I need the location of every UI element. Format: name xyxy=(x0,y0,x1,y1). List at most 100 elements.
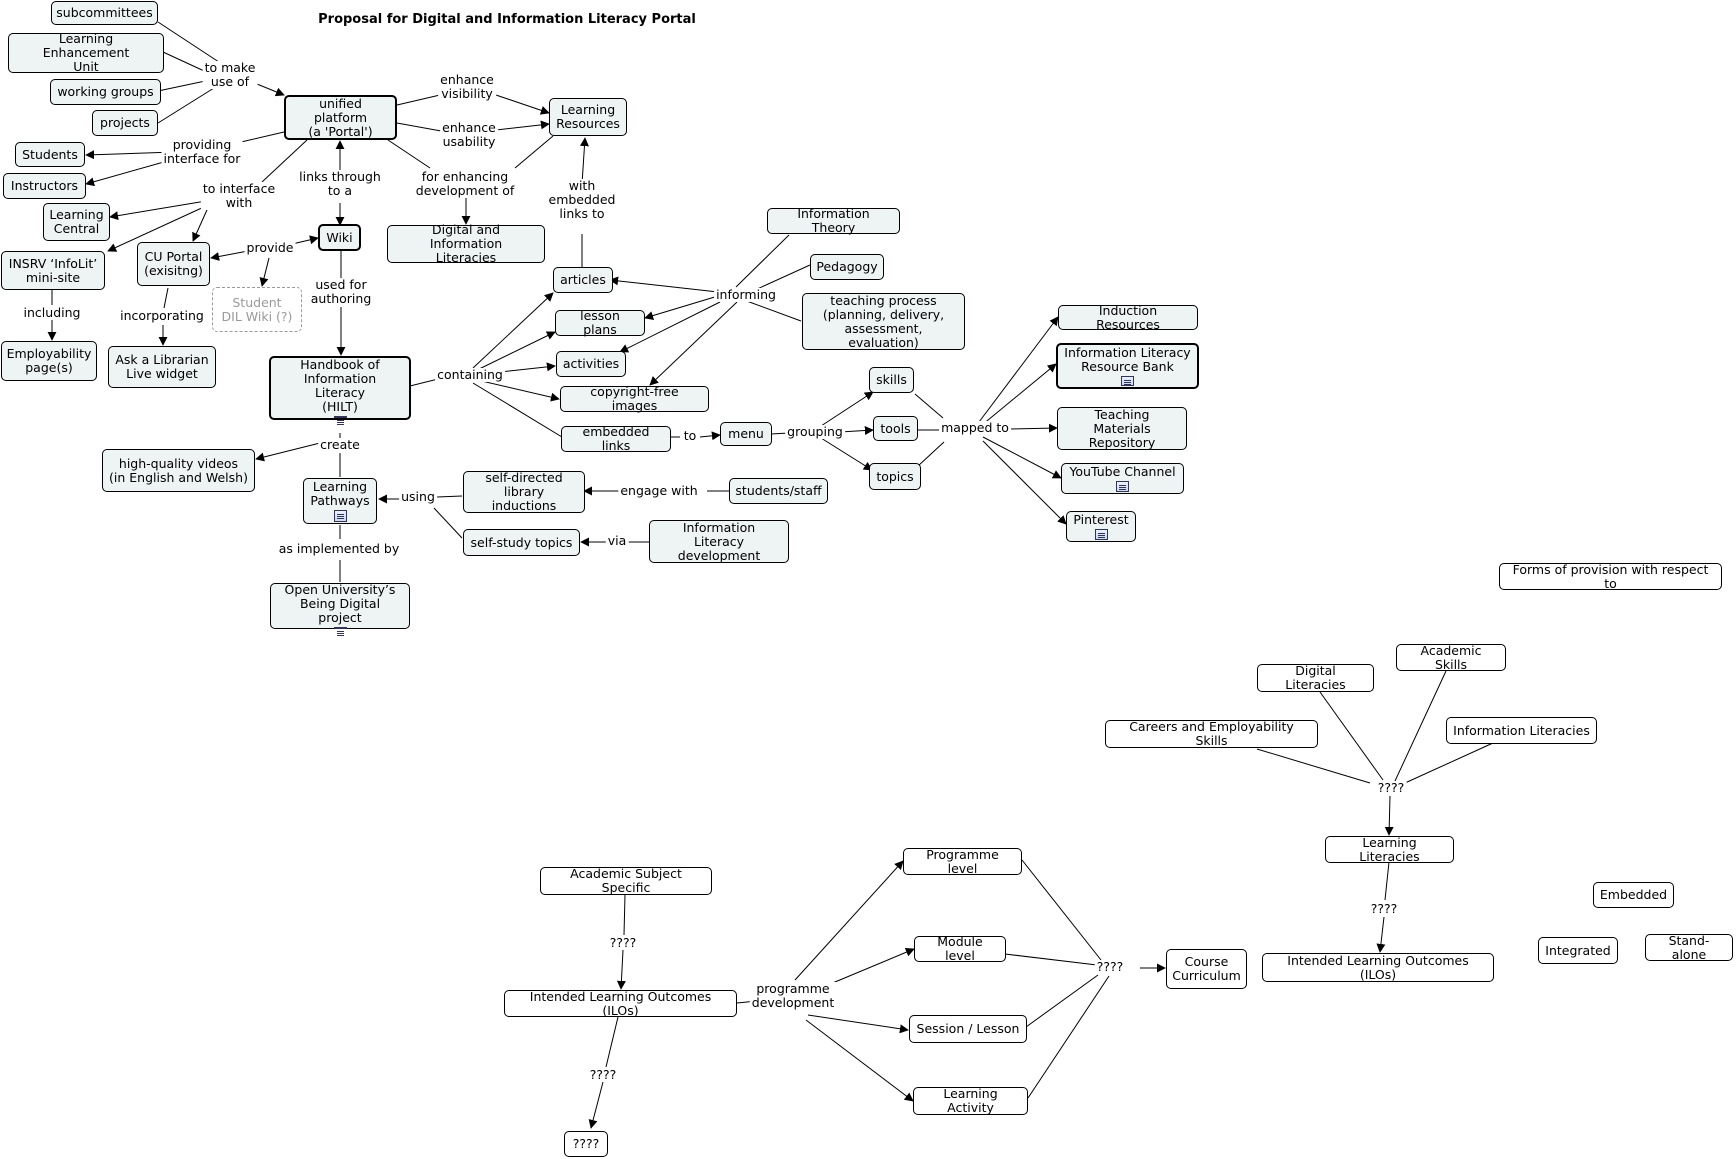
node-open-university[interactable]: Open University’s Being Digital project xyxy=(270,583,410,632)
node-learning-literacies[interactable]: Learning Literacies xyxy=(1325,834,1454,864)
node-question-bottom[interactable]: ???? xyxy=(564,1131,608,1157)
document-icon[interactable] xyxy=(1116,481,1129,492)
node-label: Session / Lesson xyxy=(916,1021,1020,1036)
node-academic-subject-specific[interactable]: Academic Subject Specific xyxy=(540,867,712,895)
node-projects[interactable]: projects xyxy=(92,110,158,136)
node-self-study-topics[interactable]: self-study topics xyxy=(463,529,580,556)
node-lesson-plans[interactable]: lesson plans xyxy=(555,308,645,337)
node-session-lesson[interactable]: Session / Lesson xyxy=(909,1015,1027,1043)
node-label: Stand-alone xyxy=(1668,932,1710,962)
node-label: Intended Learning Outcomes (ILOs) xyxy=(1287,952,1469,982)
document-icon[interactable] xyxy=(1121,376,1134,386)
node-digital-information-literacies[interactable]: Digital and Information Literacies xyxy=(387,223,545,265)
node-activities[interactable]: activities xyxy=(556,351,626,377)
document-icon[interactable] xyxy=(333,510,347,522)
node-label: Learning Activity xyxy=(943,1086,998,1115)
node-academic-skills[interactable]: Academic Skills xyxy=(1396,642,1506,672)
link-label-using: using xyxy=(399,489,437,504)
node-information-literacy-development[interactable]: Information Literacy development xyxy=(649,520,789,563)
link-label-embedded-links-to: with embedded links to xyxy=(546,178,618,221)
node-learning-enhancement-unit[interactable]: Learning Enhancement Unit xyxy=(8,31,164,74)
node-instructors[interactable]: Instructors xyxy=(3,173,86,199)
node-programme-level[interactable]: Programme level xyxy=(903,847,1022,875)
node-student-dil-wiki[interactable]: Student DIL Wiki (?) xyxy=(212,287,302,332)
node-embedded[interactable]: Embedded xyxy=(1593,882,1674,908)
node-il-resource-bank[interactable]: Information Literacy Resource Bank xyxy=(1056,343,1199,389)
node-articles[interactable]: articles xyxy=(553,267,613,293)
node-ask-a-librarian[interactable]: Ask a Librarian Live widget xyxy=(108,346,216,388)
node-label: Careers and Employability Skills xyxy=(1129,719,1294,748)
node-careers-employability[interactable]: Careers and Employability Skills xyxy=(1105,720,1318,748)
link-label-enhancing-development: for enhancing development of xyxy=(413,169,517,198)
node-embedded-links[interactable]: embedded links xyxy=(561,425,671,453)
node-high-quality-videos[interactable]: high-quality videos (in English and Wels… xyxy=(102,449,255,492)
node-information-literacies[interactable]: Information Literacies xyxy=(1446,717,1597,744)
node-label: self-study topics xyxy=(470,534,573,550)
document-icon[interactable] xyxy=(333,416,347,421)
node-label: projects xyxy=(100,115,150,130)
node-insrv-infolit[interactable]: INSRV ‘InfoLit’ mini-site xyxy=(1,251,105,290)
node-induction-resources[interactable]: Induction Resources xyxy=(1058,303,1198,331)
node-teaching-process[interactable]: teaching process (planning, delivery, as… xyxy=(802,293,965,350)
link-label-mapped-to: mapped to xyxy=(939,420,1011,435)
node-label: Academic Skills xyxy=(1420,642,1482,672)
node-hilt[interactable]: Handbook of Information Literacy (HILT) xyxy=(269,356,411,421)
node-learning-central[interactable]: Learning Central xyxy=(43,203,110,241)
link-label-providing-interface-for: providing interface for xyxy=(161,137,243,166)
node-label: Embedded xyxy=(1599,887,1668,902)
node-subcommittees[interactable]: subcommittees xyxy=(51,1,158,25)
link-label-engage-with: engage with xyxy=(618,483,700,498)
node-stand-alone[interactable]: Stand-alone xyxy=(1645,932,1733,962)
document-icon[interactable] xyxy=(333,627,347,632)
node-label: Learning Enhancement Unit xyxy=(42,31,130,74)
node-topics[interactable]: topics xyxy=(869,463,921,490)
node-label: Information Theory xyxy=(797,206,870,235)
node-employability-pages[interactable]: Employability page(s) xyxy=(1,341,97,381)
node-digital-literacies[interactable]: Digital Literacies xyxy=(1257,664,1374,692)
node-working-groups[interactable]: working groups xyxy=(50,79,161,105)
node-label: lesson plans xyxy=(580,308,620,337)
node-label: Academic Subject Specific xyxy=(570,866,682,895)
node-skills[interactable]: skills xyxy=(869,367,914,393)
node-label: self-directed library inductions xyxy=(485,470,563,513)
node-ilos-right[interactable]: Intended Learning Outcomes (ILOs) xyxy=(1262,953,1494,982)
node-learning-pathways[interactable]: Learning Pathways xyxy=(303,478,377,524)
page-title: Proposal for Digital and Information Lit… xyxy=(318,12,696,27)
node-tools[interactable]: tools xyxy=(873,416,918,441)
node-pedagogy[interactable]: Pedagogy xyxy=(810,254,884,280)
node-integrated[interactable]: Integrated xyxy=(1538,937,1618,964)
node-cu-portal[interactable]: CU Portal (exisitng) xyxy=(137,242,210,286)
node-label: Learning Literacies xyxy=(1359,834,1420,864)
node-teaching-materials-repository[interactable]: Teaching Materials Repository xyxy=(1057,407,1187,450)
node-label: Course Curriculum xyxy=(1172,954,1241,983)
node-course-curriculum[interactable]: Course Curriculum xyxy=(1166,949,1247,989)
link-label-to-make-use-of: to make use of xyxy=(202,60,258,89)
node-forms-of-provision[interactable]: Forms of provision with respect to xyxy=(1499,562,1722,590)
node-label: Instructors xyxy=(10,178,79,193)
node-label: subcommittees xyxy=(56,5,153,20)
node-students[interactable]: Students xyxy=(15,142,85,167)
node-learning-resources[interactable]: Learning Resources xyxy=(549,98,627,136)
link-label-question: ???? xyxy=(1375,780,1407,795)
node-information-theory[interactable]: Information Theory xyxy=(767,206,900,235)
node-youtube-channel[interactable]: YouTube Channel xyxy=(1061,463,1184,494)
node-label: Learning Pathways xyxy=(310,479,370,508)
node-menu[interactable]: menu xyxy=(720,422,772,446)
node-learning-activity[interactable]: Learning Activity xyxy=(913,1087,1028,1115)
node-unified-platform[interactable]: unified platform (a 'Portal') xyxy=(284,95,397,140)
node-ilos-bottom[interactable]: Intended Learning Outcomes (ILOs) xyxy=(504,989,737,1017)
link-label-used-for-authoring: used for authoring xyxy=(308,277,374,306)
document-icon[interactable] xyxy=(1094,529,1108,540)
node-self-directed-inductions[interactable]: self-directed library inductions xyxy=(463,471,585,513)
node-copyright-free-images[interactable]: copyright-free images xyxy=(560,385,709,413)
node-module-level[interactable]: Module level xyxy=(914,935,1006,963)
node-wiki[interactable]: Wiki xyxy=(318,224,361,251)
node-pinterest[interactable]: Pinterest xyxy=(1066,511,1136,542)
node-label: activities xyxy=(562,356,620,371)
node-students-staff[interactable]: students/staff xyxy=(729,478,828,504)
node-label: Learning Central xyxy=(49,207,104,236)
node-label: Information Literacy development xyxy=(677,519,761,563)
node-label: YouTube Channel xyxy=(1069,464,1176,479)
link-label-incorporating: incorporating xyxy=(118,308,206,323)
